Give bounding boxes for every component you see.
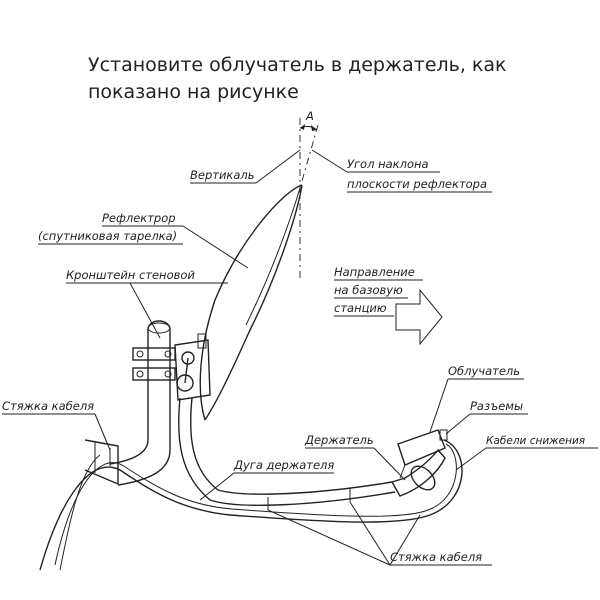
- label-connectors: Разъемы: [470, 399, 523, 413]
- tie-left-leader: [94, 413, 111, 451]
- label-reflector-1: Рефлектрор: [102, 211, 176, 225]
- tie-bottom-leader-1: [267, 509, 391, 566]
- clamp-upper: [132, 347, 176, 361]
- tie-bottom-leader-3: [389, 514, 421, 566]
- reflector-leader: [182, 225, 249, 269]
- feed-holder: [390, 448, 446, 497]
- wall-bracket-pipe: [117, 320, 171, 486]
- wall-arm: [84, 439, 119, 486]
- wall-cable: [59, 454, 101, 571]
- mount-pivot-bottom: [176, 374, 194, 392]
- label-direction-1: Направление: [334, 265, 415, 279]
- label-vertical: Вертикаль: [190, 168, 255, 182]
- downlink-cable-1: [39, 439, 463, 571]
- label-downlink-cables: Кабели снижения: [486, 435, 585, 447]
- label-direction-2: на базовую: [334, 283, 403, 297]
- heading-line-1: Установите облучатель в держатель, как: [88, 54, 507, 76]
- mount-pivot-top: [181, 351, 195, 365]
- mount-tab: [197, 333, 207, 349]
- clamp-bolt-3: [136, 370, 144, 378]
- feed-leader: [429, 378, 449, 433]
- tilt-leader: [311, 149, 348, 173]
- feed-connector: [439, 429, 448, 441]
- label-reflector-2: (спутниковая тарелка): [38, 229, 177, 243]
- connectors-leader: [445, 413, 471, 435]
- reflector-plane-line: [299, 124, 319, 189]
- label-tilt-angle-2: плоскости рефлектора: [347, 177, 487, 191]
- clamp-bolt-1: [136, 350, 144, 358]
- clamp-lower: [132, 367, 176, 381]
- direction-arrow: [395, 288, 443, 346]
- pipe-top: [147, 322, 171, 334]
- feed-holder-ring: [410, 465, 436, 491]
- reflector-back-edge: [204, 184, 303, 421]
- label-holder: Держатель: [304, 433, 374, 447]
- angle-arrow-left: [300, 124, 305, 130]
- mount-plate: [174, 339, 211, 401]
- feed-body: [397, 429, 446, 466]
- reflector-rim-inner: [245, 187, 301, 326]
- label-cable-tie-left: Стяжка кабеля: [2, 399, 94, 413]
- tie-bottom-leader-2: [349, 501, 391, 566]
- angle-mark-label: A: [305, 109, 314, 123]
- label-tilt-angle-1: Угол наклона: [347, 157, 429, 171]
- cables-leader: [455, 447, 487, 471]
- clamp-bolt-2: [164, 350, 172, 358]
- bracket-leader: [129, 282, 161, 339]
- arc-leader: [199, 472, 235, 501]
- vertical-leader: [255, 149, 301, 184]
- label-wall-bracket: Кронштейн стеновой: [66, 268, 195, 282]
- page-heading: Установите облучатель в держатель, как п…: [88, 52, 588, 106]
- holder-arc-outer: [178, 397, 396, 506]
- reflector-front-edge: [199, 184, 303, 421]
- label-direction-3: станцию: [334, 301, 387, 315]
- label-cable-tie-bottom: Стяжка кабеля: [390, 550, 482, 564]
- holder-leader: [373, 447, 406, 481]
- wall-bracket-pipe-inner: [109, 330, 149, 465]
- holder-arc-inner: [189, 397, 393, 495]
- mount-adjuster: [184, 357, 189, 384]
- clamp-bolt-4: [164, 370, 172, 378]
- label-feed: Облучатель: [448, 364, 520, 378]
- downlink-cable-2: [54, 443, 457, 566]
- label-holder-arc: Дуга держателя: [233, 458, 334, 472]
- angle-arrow-right: [311, 125, 317, 131]
- heading-line-2: показано на рисунке: [88, 81, 299, 103]
